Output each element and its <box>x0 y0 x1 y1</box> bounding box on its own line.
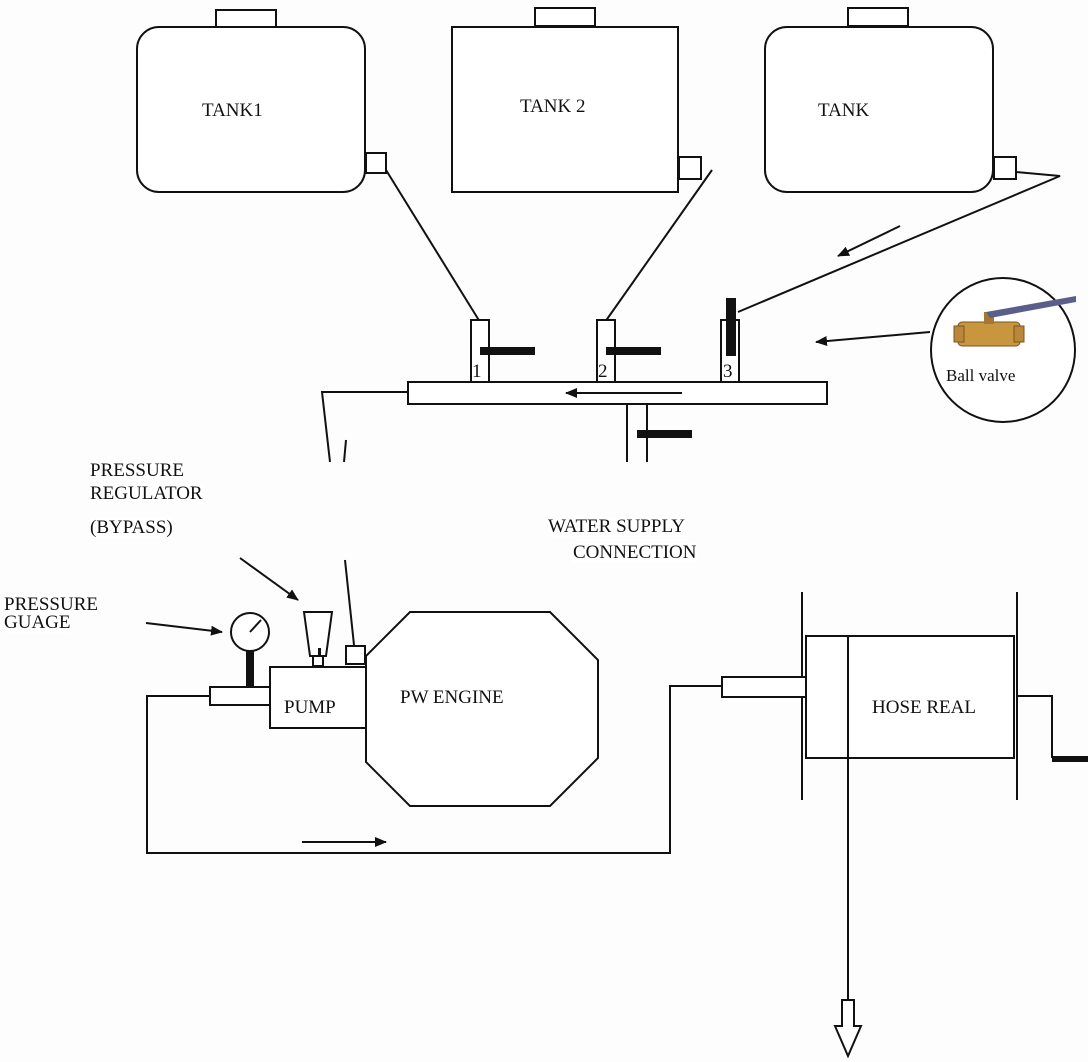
gauge-stem <box>246 651 254 687</box>
hose-reel <box>722 592 1052 1040</box>
pressure-regulator <box>304 612 332 666</box>
manifold-outlet-line-2 <box>344 440 346 462</box>
pump-outlet-fitting <box>210 687 270 705</box>
pressure-regulator-label-line-1: PRESSURE <box>90 461 184 481</box>
water-supply-label-line-1: WATER SUPPLY <box>548 517 685 537</box>
water-supply-label-line-2: CONNECTION <box>573 543 697 563</box>
water-supply-valve-handle <box>637 430 692 438</box>
valve-2-handle <box>606 347 661 355</box>
valve-3-handle <box>726 298 736 356</box>
outlet-arrow <box>835 1000 861 1056</box>
pressure-regulator-label-line-3: (BYPASS) <box>90 518 173 538</box>
gauge-pointer-arrow <box>146 623 222 632</box>
ball-valve-detail-circle <box>931 278 1075 422</box>
engine-intake-line <box>345 560 354 645</box>
pressure-gauge <box>231 613 269 651</box>
regulator-pointer-arrow <box>240 558 298 600</box>
pump-inlet-fitting <box>346 646 365 664</box>
tank-3-label: TANK <box>818 101 869 121</box>
regulator-stem <box>318 648 321 656</box>
pump-label: PUMP <box>284 698 336 718</box>
pressure-regulator-label-line-2: REGULATOR <box>90 484 203 504</box>
valve-1-handle <box>480 347 535 355</box>
tank-3 <box>765 8 1016 192</box>
tank-2-label: TANK 2 <box>520 97 586 117</box>
hose-reel-label: HOSE REAL <box>872 698 976 718</box>
valve-2-number: 2 <box>598 362 608 382</box>
valve-3-number: 3 <box>723 362 733 382</box>
tank-3-flow-arrow <box>838 226 900 256</box>
engine-label: PW ENGINE <box>400 688 504 708</box>
valve-1-number: 1 <box>472 362 482 382</box>
ball-valve-pointer-arrow <box>816 332 930 342</box>
pressure-gauge-label-line-2: GUAGE <box>4 613 71 633</box>
pw-engine <box>366 612 598 806</box>
manifold-outlet-line <box>322 392 408 462</box>
tank-1-label: TANK1 <box>202 101 263 121</box>
ball-valve-label: Ball valve <box>946 366 1015 386</box>
hose-reel-crank <box>1052 756 1088 762</box>
